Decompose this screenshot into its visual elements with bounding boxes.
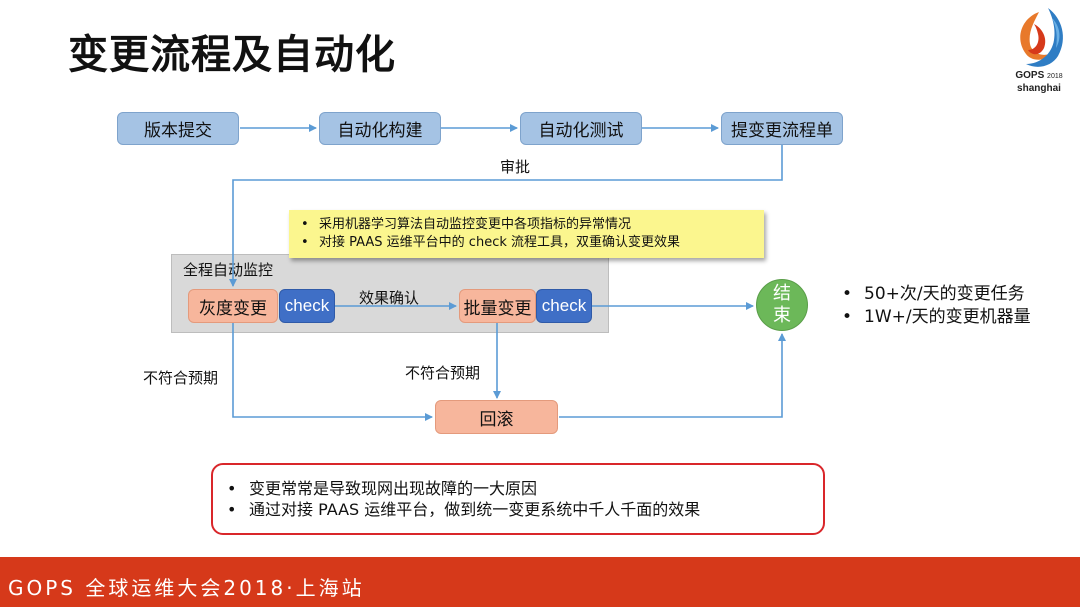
note-text: 采用机器学习算法自动监控变更中各项指标的异常情况 (319, 217, 632, 232)
logo-year: 2018 (1047, 73, 1063, 80)
flow-step-auto-build: 自动化构建 (319, 112, 441, 145)
stats-list: • 50+次/天的变更任务 • 1W+/天的变更机器量 (842, 283, 1031, 329)
stats-text: 50+次/天的变更任务 (864, 284, 1025, 304)
stats-bullet: • (842, 284, 853, 304)
flow-step-version-submit: 版本提交 (117, 112, 239, 145)
summary-text: 通过对接 PAAS 运维平台，做到统一变更系统中千人千面的效果 (249, 500, 701, 519)
confirm-label: 效果确认 (359, 289, 420, 307)
summary-item: • 变更常常是导致现网出现故障的一大原因 (227, 478, 823, 499)
logo-brand: GOPS (1015, 70, 1045, 81)
footer-bar: GOPS 全球运维大会2018·上海站 (0, 557, 1080, 607)
summary-box: • 变更常常是导致现网出现故障的一大原因 • 通过对接 PAAS 运维平台，做到… (211, 463, 825, 535)
end-node-char-2: 束 (773, 305, 791, 326)
note-box: • 采用机器学习算法自动监控变更中各项指标的异常情况 • 对接 PAAS 运维平… (289, 210, 764, 258)
stats-item: • 50+次/天的变更任务 (842, 283, 1031, 306)
summary-bullet: • (227, 479, 237, 498)
flow-step-auto-test: 自动化测试 (520, 112, 642, 145)
logo-city: shanghai (1017, 83, 1061, 94)
not-expected-label-mid: 不符合预期 (405, 364, 481, 382)
stats-text: 1W+/天的变更机器量 (864, 307, 1031, 327)
batch-release-step: 批量变更 (459, 289, 536, 323)
gray-release-step: 灰度变更 (188, 289, 278, 323)
rollback-step: 回滚 (435, 400, 558, 434)
monitor-panel-label: 全程自动监控 (183, 261, 274, 279)
arrow-gray-to-rollback (232, 323, 433, 421)
note-item: • 采用机器学习算法自动监控变更中各项指标的异常情况 (301, 216, 754, 234)
end-node: 结 束 (756, 279, 808, 331)
footer-text: GOPS 全球运维大会2018·上海站 (8, 576, 365, 600)
summary-text: 变更常常是导致现网出现故障的一大原因 (249, 479, 538, 498)
flow-step-change-ticket: 提变更流程单 (721, 112, 843, 145)
end-node-char-1: 结 (773, 283, 791, 304)
not-expected-label-left: 不符合预期 (143, 369, 219, 387)
note-item: • 对接 PAAS 运维平台中的 check 流程工具，双重确认变更效果 (301, 234, 754, 252)
arrow-rollback-to-end (559, 333, 786, 418)
stats-item: • 1W+/天的变更机器量 (842, 306, 1031, 329)
summary-bullet: • (227, 500, 237, 519)
summary-item: • 通过对接 PAAS 运维平台，做到统一变更系统中千人千面的效果 (227, 499, 823, 520)
note-bullet: • (301, 235, 309, 250)
note-bullet: • (301, 217, 309, 232)
logo-text: GOPS 2018 shanghai (1004, 70, 1074, 95)
note-text: 对接 PAAS 运维平台中的 check 流程工具，双重确认变更效果 (319, 235, 680, 250)
gops-logo-icon (1020, 8, 1063, 67)
arrow-approve-to-gray (229, 145, 783, 287)
stats-bullet: • (842, 307, 853, 327)
check-step-1: check (279, 289, 335, 323)
page-title: 变更流程及自动化 (68, 32, 396, 78)
approve-label: 审批 (500, 158, 531, 176)
check-step-2: check (536, 289, 592, 323)
